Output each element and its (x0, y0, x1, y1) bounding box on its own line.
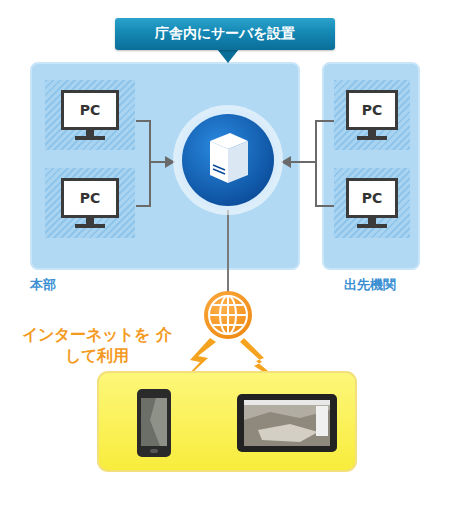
smartphone-symbol-part (141, 398, 160, 446)
monitor-screen: PC (61, 178, 119, 218)
pc-label: PC (80, 102, 101, 118)
pc-box: PC (334, 80, 410, 150)
pc-label: PC (362, 190, 383, 206)
site-box: 本部PCPC (30, 62, 300, 270)
monitor-screen: PC (346, 90, 398, 130)
monitor-base (357, 136, 387, 140)
tablet-symbol-part (244, 400, 330, 446)
globe-symbol-part (227, 296, 229, 334)
lightning-bolt-part (240, 338, 286, 386)
smartphone-symbol-part (150, 449, 158, 453)
globe-symbol-part (209, 296, 247, 334)
monitor-base (75, 136, 105, 140)
smartphone-symbol (137, 389, 171, 457)
monitor-screen: PC (61, 90, 119, 130)
monitor-base (357, 224, 387, 228)
pc-label: PC (362, 102, 383, 118)
device-area (98, 372, 356, 471)
globe-symbol-part (213, 324, 243, 326)
globe-symbol-part (213, 304, 243, 306)
device-area-part (98, 372, 356, 471)
globe-symbol-part (220, 296, 236, 334)
tablet-symbol (237, 394, 337, 452)
callout-text: 庁舎内にサーバを設置 (155, 25, 295, 43)
pc-box: PC (45, 80, 135, 150)
pc-box: PC (334, 168, 410, 238)
pc-label: PC (80, 190, 101, 206)
tablet-symbol-part (237, 394, 337, 452)
callout-banner: 庁舎内にサーバを設置 (115, 18, 335, 50)
globe-symbol-part (209, 314, 247, 316)
site-name: 本部 (30, 276, 56, 294)
monitor-base (75, 224, 105, 228)
internet-note: インターネットを 介して利用 (22, 324, 172, 366)
smartphone-symbol-part (141, 398, 167, 446)
monitor-screen: PC (346, 178, 398, 218)
site-box: 出先機関PCPC (322, 62, 420, 270)
tablet-symbol-part (244, 400, 330, 405)
smartphone-symbol-part (137, 389, 171, 457)
tablet-symbol-part (244, 410, 330, 446)
lightning-bolt (176, 338, 286, 388)
site-name: 出先機関 (344, 276, 396, 294)
tablet-symbol-part (258, 424, 318, 442)
tablet-symbol-part (316, 406, 328, 436)
globe-symbol-part (204, 291, 252, 339)
pc-box: PC (45, 168, 135, 238)
callout-pointer (217, 49, 239, 63)
lightning-bolt-part (176, 338, 216, 388)
globe-symbol (204, 291, 252, 339)
